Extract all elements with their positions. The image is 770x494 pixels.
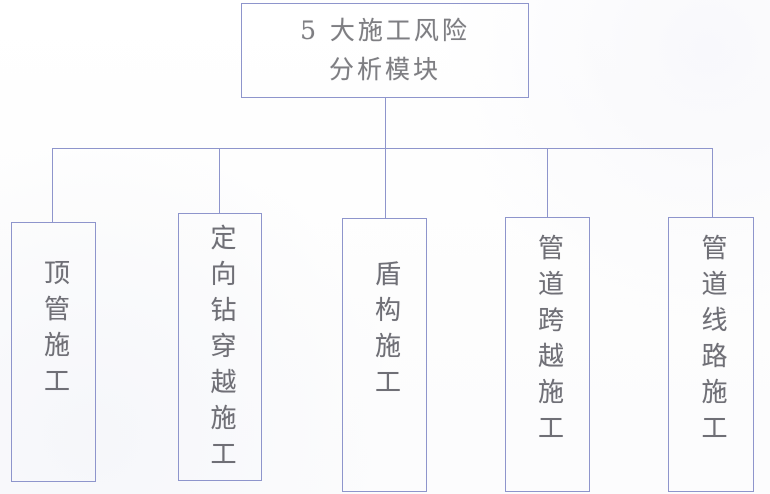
leaf-label-1: 顶管施工 — [39, 259, 70, 403]
leaf-label-4: 管道跨越施工 — [533, 234, 564, 450]
leaf-label-3: 盾构施工 — [370, 260, 401, 404]
root-node-box[interactable]: 5 大施工风险 分析模块 — [241, 3, 529, 98]
connector-horizontal-bus — [52, 147, 713, 149]
connector-drop-1 — [52, 148, 54, 222]
leaf-label-5: 管道线路施工 — [696, 234, 727, 450]
leaf-node-box-1[interactable]: 顶管施工 — [11, 222, 96, 482]
connector-drop-3 — [384, 148, 386, 218]
leaf-node-box-3[interactable]: 盾构施工 — [342, 218, 427, 492]
connector-drop-2 — [219, 148, 221, 213]
connector-drop-4 — [547, 148, 549, 217]
leaf-node-box-4[interactable]: 管道跨越施工 — [505, 217, 590, 492]
root-label-line-2: 分析模块 — [328, 54, 441, 84]
connector-root-stem — [384, 98, 386, 148]
root-label-line-1: 5 大施工风险 — [300, 15, 470, 45]
connector-drop-5 — [711, 148, 713, 217]
leaf-label-2: 定向钻穿越施工 — [205, 224, 236, 476]
leaf-node-box-2[interactable]: 定向钻穿越施工 — [178, 213, 262, 481]
leaf-node-box-5[interactable]: 管道线路施工 — [668, 217, 754, 492]
